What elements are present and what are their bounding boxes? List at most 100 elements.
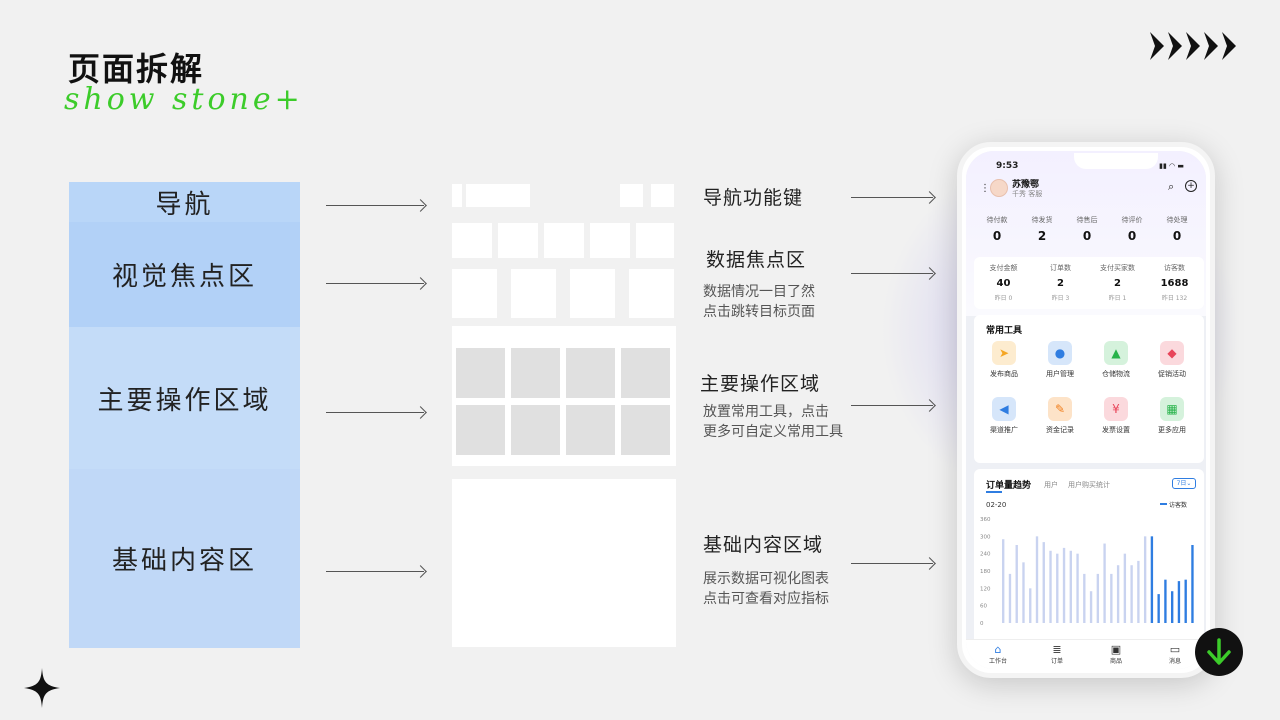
chart-bar[interactable] [1164, 579, 1167, 623]
chart-bar[interactable] [1177, 581, 1181, 623]
desc-focus-line1: 数据情况一目了然 [703, 284, 815, 300]
chart-bar[interactable] [1015, 545, 1018, 623]
chart-bar[interactable] [1110, 573, 1113, 623]
search-icon[interactable]: ⌕ [1168, 180, 1175, 193]
tool-label: 发票设置 [1102, 426, 1130, 434]
download-button[interactable] [1195, 628, 1243, 676]
legend-swatch [1160, 503, 1167, 505]
wire-block [452, 184, 462, 207]
nav-item[interactable]: ≣订单 [1035, 643, 1079, 665]
chart-tab-purchase[interactable]: 用户购买统计 [1068, 481, 1110, 489]
tool-invoice[interactable]: ¥发票设置 [1092, 397, 1140, 435]
metric-sub: 昨日 0 [994, 295, 1013, 302]
chart-bar[interactable] [1029, 588, 1032, 623]
chart-bar[interactable] [1123, 553, 1127, 623]
wire-block [466, 184, 530, 207]
chart-bar[interactable] [1062, 547, 1066, 623]
chart-bar[interactable] [1116, 565, 1120, 623]
wire-cell [566, 405, 615, 455]
chart-bar[interactable] [1089, 591, 1093, 623]
tools-grid: ➤发布商品●用户管理▲仓储物流◆促销活动 ◀渠道推广✎资金记录¥发票设置▦更多应用 [974, 315, 1204, 463]
order-stat-value: 0 [1127, 229, 1137, 243]
tool-pen[interactable]: ✎资金记录 [1036, 397, 1084, 435]
order-stat-value: 0 [992, 229, 1002, 243]
chart-bar[interactable] [1083, 573, 1086, 623]
chart-bar[interactable] [1049, 550, 1052, 623]
tool-user[interactable]: ●用户管理 [1036, 341, 1084, 379]
order-stat-label: 待发货 [1031, 216, 1053, 224]
chart-bar[interactable] [1042, 542, 1045, 623]
chart-bar[interactable] [1157, 594, 1160, 623]
chart-bar[interactable] [1056, 553, 1059, 623]
chart-bar[interactable] [1170, 591, 1174, 623]
chart-bar[interactable] [1191, 545, 1194, 623]
metric-value: 40 [996, 278, 1011, 289]
chart-bar[interactable] [1002, 539, 1005, 623]
bottom-nav: ⌂工作台 ≣订单 ▣商品 ▭消息 [966, 639, 1206, 669]
metric-sub: 昨日 132 [1161, 295, 1188, 302]
wire-block [570, 269, 615, 318]
order-stat-label: 待处理 [1166, 216, 1188, 224]
nav-label: 工作台 [988, 658, 1007, 665]
chart-bar[interactable] [1035, 536, 1039, 623]
wire-block [629, 269, 674, 318]
range-select[interactable]: 7日⌄ [1172, 478, 1196, 489]
chart-bar[interactable] [1022, 562, 1025, 623]
chart-bar[interactable] [1008, 573, 1012, 623]
wire-block [651, 184, 674, 207]
chart-bar[interactable] [1069, 550, 1072, 623]
chart-bar[interactable] [1096, 573, 1100, 623]
metric-sub: 昨日 1 [1108, 295, 1127, 302]
wire-block [452, 223, 492, 258]
tool-warehouse[interactable]: ▲仓储物流 [1092, 341, 1140, 379]
tool-megaphone[interactable]: ◀渠道推广 [980, 397, 1028, 435]
tool-tag[interactable]: ◆促销活动 [1148, 341, 1196, 379]
grid-icon: ▦ [1160, 397, 1184, 421]
wire-panel [452, 326, 676, 466]
menu-icon[interactable]: ⋮ [980, 183, 990, 194]
chart-bar[interactable] [1130, 565, 1133, 623]
desc-operation-line1: 放置常用工具，点击 [703, 404, 829, 420]
desc-title-focus: 数据焦点区 [706, 249, 807, 271]
chart-bar[interactable] [1143, 536, 1147, 623]
arrow-content [326, 571, 424, 572]
wire-cell [456, 348, 505, 398]
y-tick-label: 0 [980, 621, 984, 627]
tools-title: 常用工具 [986, 326, 1023, 336]
nav-item[interactable]: ▣商品 [1094, 643, 1138, 665]
chart-bar[interactable] [1103, 543, 1106, 623]
metric-label: 支付买家数 [1100, 264, 1135, 272]
chart-tab-user[interactable]: 用户 [1044, 481, 1058, 489]
chart-bar[interactable] [1076, 553, 1079, 623]
chart-tab-active[interactable]: 订单量趋势 [986, 481, 1032, 491]
desc-content-line2: 点击可查看对应指标 [703, 591, 829, 607]
order-stat-item[interactable]: 待处理 0 [1154, 215, 1200, 243]
avatar[interactable] [990, 179, 1008, 197]
y-tick-label: 120 [980, 586, 991, 592]
nav-item[interactable]: ▭消息 [1153, 643, 1197, 665]
chart-bar[interactable] [1184, 579, 1187, 623]
tool-send[interactable]: ➤发布商品 [980, 341, 1028, 379]
add-icon[interactable]: + [1185, 180, 1197, 192]
order-stat-value: 0 [1172, 229, 1182, 243]
chart-bar[interactable] [1150, 536, 1154, 623]
tool-grid[interactable]: ▦更多应用 [1148, 397, 1196, 435]
phone-notch [1074, 153, 1158, 169]
nav-item[interactable]: ⌂工作台 [976, 643, 1020, 665]
metric-value: 1688 [1160, 278, 1189, 289]
chart-bar[interactable] [1137, 560, 1140, 623]
page-subtitle: show stone+ [64, 82, 304, 117]
y-tick-label: 240 [980, 552, 991, 558]
nav-label: 商品 [1109, 658, 1122, 665]
